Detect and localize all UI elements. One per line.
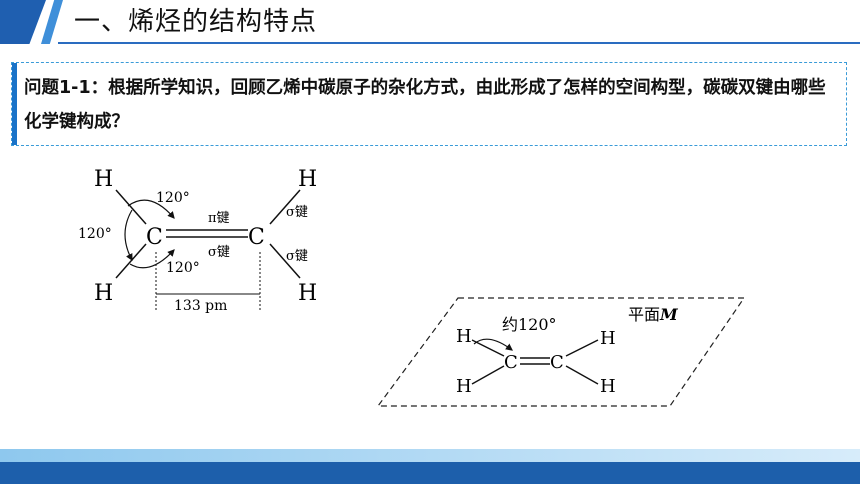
bond-ch-bottom-left xyxy=(115,243,147,279)
right-bond-ch-bottom-right xyxy=(565,365,599,385)
left-c-right: C xyxy=(248,225,265,250)
right-h-bottom-left: H xyxy=(456,376,472,397)
bond-ch-top-right xyxy=(269,189,301,225)
left-h-top-left: H xyxy=(94,167,113,192)
header-accent-stripe xyxy=(41,0,63,44)
left-c-left: C xyxy=(146,225,163,250)
plane-label-text: 平面 xyxy=(628,305,660,324)
question-accent-bar xyxy=(12,63,17,145)
bond-length-label: 133 pm xyxy=(174,298,227,314)
angle-arc-bottom xyxy=(129,249,175,269)
angle-top-label: 120° xyxy=(156,190,190,206)
sigma-bond-bottom-right-label: σ键 xyxy=(286,249,308,264)
planar-ethylene-diagram: 平面M 约120° H H H H C C xyxy=(376,297,746,407)
right-bond-ch-top-right xyxy=(565,339,599,357)
plane-m-outline xyxy=(376,297,746,407)
left-h-top-right: H xyxy=(298,167,317,192)
ethylene-structure-diagram: H H H H C C π键 σ键 σ键 σ键 120° 120° 120° 1… xyxy=(78,167,317,314)
slide-title: 一、烯烃的结构特点 xyxy=(74,7,318,37)
approx-angle-label: 约120° xyxy=(502,315,557,334)
slide-header: 一、烯烃的结构特点 xyxy=(0,0,860,44)
angle-bottom-label: 120° xyxy=(166,260,200,276)
right-h-top-left: H xyxy=(456,326,472,347)
footer-light-band xyxy=(0,449,860,462)
left-h-bottom-right: H xyxy=(298,281,317,306)
bond-ch-top-left xyxy=(115,189,147,225)
angle-arc-top xyxy=(127,199,175,219)
pi-bond-label: π键 xyxy=(208,211,230,226)
left-h-bottom-left: H xyxy=(94,281,113,306)
plane-symbol: M xyxy=(659,305,679,324)
footer-dark-band xyxy=(0,462,860,484)
bond-ch-bottom-right xyxy=(269,243,301,279)
header-accent-shape xyxy=(0,0,46,44)
sigma-bond-top-right-label: σ键 xyxy=(286,205,308,220)
question-text: 问题1-1：根据所学知识，回顾乙烯中碳原子的杂化方式，由此形成了怎样的空间构型，… xyxy=(24,78,826,132)
angle-arc-left xyxy=(124,209,133,262)
right-h-top-right: H xyxy=(600,328,616,349)
sigma-bond-center-label: σ键 xyxy=(208,245,230,260)
right-c-left: C xyxy=(504,352,518,373)
right-c-right: C xyxy=(550,352,564,373)
angle-left-label: 120° xyxy=(78,226,112,242)
right-h-bottom-right: H xyxy=(600,376,616,397)
plane-label: 平面M xyxy=(628,305,679,324)
header-underline xyxy=(58,42,860,44)
right-bond-ch-bottom-left xyxy=(471,365,505,385)
question-box: 问题1-1：根据所学知识，回顾乙烯中碳原子的杂化方式，由此形成了怎样的空间构型，… xyxy=(11,62,847,146)
right-bond-ch-top-left xyxy=(471,339,505,357)
